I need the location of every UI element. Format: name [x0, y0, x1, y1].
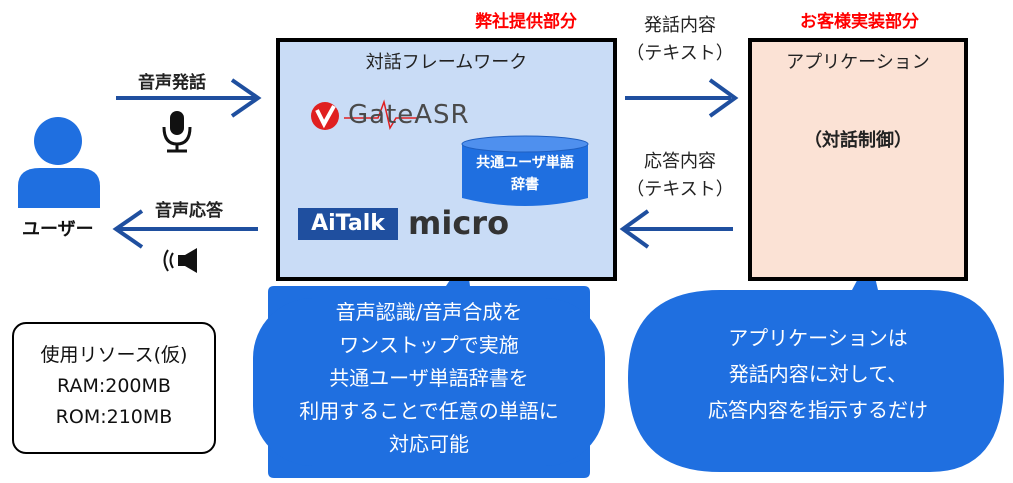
resource-usage-box: 使用リソース(仮) RAM:200MB ROM:210MB — [12, 322, 216, 454]
left-bubble-line2: ワンストップで実施 — [339, 333, 519, 357]
gateasr-logo-text: GateASR — [348, 100, 470, 130]
left-bubble-line5: 対応可能 — [389, 432, 469, 456]
customer-part-label: お客様実装部分 — [800, 12, 919, 32]
utterance-content-label: 発話内容 （テキスト） — [624, 12, 736, 68]
resource-rom: ROM:210MB — [55, 406, 173, 428]
dialogue-control-label: （対話制御） — [804, 130, 912, 151]
response-content-label: 応答内容 （テキスト） — [624, 148, 736, 204]
dictionary-label-line1: 共通ユーザ単語 — [476, 155, 574, 171]
right-bubble-line1: アプリケーションは — [728, 326, 908, 350]
user-icon — [18, 117, 100, 208]
left-bubble-text: 音声認識/音声合成を ワンストップで実施 共通ユーザ単語辞書を 利用することで任… — [268, 296, 590, 461]
right-bubble-shape — [628, 256, 1004, 472]
gateasr-logo-graphic — [311, 99, 418, 130]
dialogue-framework-box: 対話フレームワーク GateASR 共通ユーザ単語 辞書 AiTalk micr… — [276, 38, 617, 281]
right-bubble-text: アプリケーションは 発話内容に対して、 応答内容を指示するだけ — [638, 320, 998, 428]
right-bubble-line2: 発話内容に対して、 — [728, 362, 908, 386]
voice-utterance-label: 音声発話 — [138, 73, 206, 93]
user-dictionary-database: 共通ユーザ単語 辞書 — [460, 134, 590, 210]
speaker-icon — [163, 248, 197, 273]
utterance-content-arrow — [625, 78, 739, 118]
left-bubble-line3: 共通ユーザ単語辞書を — [329, 366, 529, 390]
voice-utterance-arrow — [116, 78, 262, 118]
gateasr-logo: GateASR — [308, 94, 538, 134]
aitalk-brand: AiTalk — [298, 208, 398, 240]
framework-title: 対話フレームワーク — [365, 52, 528, 73]
application-box: アプリケーション （対話制御） — [748, 38, 968, 281]
response-content-arrow — [619, 209, 733, 249]
database-icon — [461, 135, 589, 206]
voice-response-arrow — [112, 209, 258, 249]
response-content-text: （テキスト） — [626, 179, 734, 200]
dictionary-label-line2: 辞書 — [511, 177, 539, 193]
utterance-content-text: （テキスト） — [626, 43, 734, 64]
application-title: アプリケーション — [786, 52, 930, 73]
dictionary-label: 共通ユーザ単語 辞書 — [460, 152, 590, 196]
voice-response-label: 音声応答 — [155, 201, 223, 221]
left-bubble-line4: 利用することで任意の単語に — [299, 399, 559, 423]
aitalk-micro-suffix: micro — [408, 204, 510, 242]
left-bubble-shape — [253, 256, 605, 478]
resource-title: 使用リソース(仮) — [40, 344, 188, 366]
response-content-title: 応答内容 — [644, 151, 716, 172]
microphone-icon — [162, 111, 192, 153]
resource-ram: RAM:200MB — [57, 375, 171, 397]
left-bubble-line1: 音声認識/音声合成を — [335, 300, 523, 324]
right-bubble-line3: 応答内容を指示するだけ — [708, 398, 928, 422]
utterance-content-title: 発話内容 — [644, 15, 716, 36]
user-label: ユーザー — [22, 219, 94, 240]
provider-part-label: 弊社提供部分 — [475, 12, 577, 32]
